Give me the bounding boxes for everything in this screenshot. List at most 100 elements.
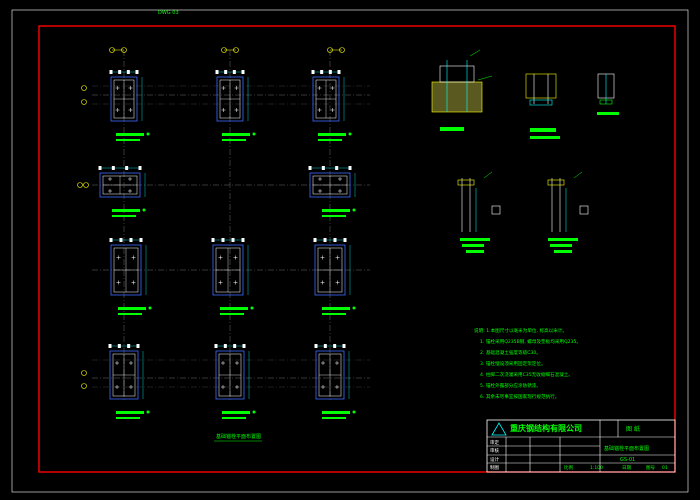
base-label-marker — [252, 410, 256, 414]
base-plate — [110, 76, 138, 122]
dimension-tick — [231, 238, 235, 242]
axis-bubble — [81, 85, 87, 91]
company-logo-icon — [491, 422, 507, 436]
dimension-tick — [119, 238, 123, 242]
column-base — [108, 344, 150, 419]
base-label-marker — [252, 132, 256, 136]
note-line: 1. 锚栓采用Q235B钢, 螺母及垫板均采用Q235。 — [480, 338, 581, 345]
base-plate — [309, 172, 351, 198]
title-block-bottom-cell: 1:100 — [590, 465, 603, 471]
dimension-tick — [333, 344, 337, 348]
outer-frame — [11, 9, 689, 493]
base-label — [222, 139, 246, 141]
base-label-marker — [142, 208, 146, 212]
dimension-tick — [321, 166, 325, 170]
base-label-marker — [250, 306, 254, 310]
note-line: 说明: 1.本图尺寸以毫米为单位, 标高以米计。 — [474, 327, 567, 334]
note-line: 6. 其余未尽事宜按国家现行规范执行。 — [480, 393, 559, 400]
dimension-tick — [138, 166, 142, 170]
dimension-tick — [126, 70, 130, 74]
base-label-marker — [146, 410, 150, 414]
base-label — [112, 215, 136, 217]
drawing-border — [38, 25, 676, 473]
drawing-number: GS-01 — [620, 457, 635, 463]
base-label — [322, 215, 346, 217]
column-base — [98, 166, 146, 217]
dimension-tick — [314, 344, 318, 348]
base-label — [116, 411, 144, 414]
company-name: 重庆钢结构有限公司 — [510, 423, 582, 433]
axis-bubble — [81, 99, 87, 105]
dimension-tick — [333, 238, 337, 242]
title-block-row-label: 审定 — [490, 439, 499, 446]
dimension-tick — [118, 70, 122, 74]
base-plate — [312, 76, 340, 122]
base-label — [116, 139, 140, 141]
title-block-row-label: 审核 — [490, 447, 499, 454]
base-label — [322, 313, 346, 315]
dimension-tick — [125, 166, 129, 170]
title-block-tag: 图 纸 — [626, 425, 640, 433]
axis-bubble — [83, 182, 89, 188]
axis-bubble — [81, 370, 87, 376]
note-line: 2. 基础混凝土强度等级C30。 — [480, 349, 541, 356]
base-plate — [216, 76, 244, 122]
dimension-tick — [98, 166, 102, 170]
dimension-tick — [215, 70, 219, 74]
dimension-tick — [136, 344, 140, 348]
dimension-tick — [232, 70, 236, 74]
title-block-bottom-cell: 01 — [662, 465, 668, 471]
base-label — [222, 417, 246, 419]
dimension-tick — [233, 344, 237, 348]
dimension-tick — [223, 344, 227, 348]
dimension-tick — [135, 70, 139, 74]
title-block-bottom-cell: 日期 — [622, 465, 631, 471]
column-base — [214, 344, 256, 419]
base-label-marker — [148, 306, 152, 310]
base-plate — [315, 350, 345, 400]
dimension-tick — [139, 238, 143, 242]
dimension-tick — [311, 70, 315, 74]
dimension-tick — [241, 238, 245, 242]
dimension-tick — [342, 344, 346, 348]
dimension-tick — [241, 70, 245, 74]
dimension-tick — [242, 344, 246, 348]
general-notes: 说明: 1.本图尺寸以毫米为单位, 标高以米计。 1. 锚栓采用Q235B钢, 螺… — [474, 327, 581, 400]
base-label-marker — [352, 306, 356, 310]
base-label-marker — [146, 132, 150, 136]
detail-anchor-bolt-1 — [457, 171, 501, 253]
base-label — [318, 133, 346, 136]
base-label — [318, 139, 342, 141]
title-block-row-label: 设计 — [490, 456, 499, 463]
drawing-name: 基础锚栓平面布置图 — [604, 445, 649, 452]
title-block-bottom-cell: 图号 — [646, 465, 655, 471]
dimension-tick — [117, 344, 121, 348]
detail-bolt-section — [597, 73, 619, 115]
base-label — [222, 133, 250, 136]
base-label — [118, 313, 142, 315]
title-block-row-label: 制图 — [490, 464, 499, 471]
dimension-tick — [308, 166, 312, 170]
column-base — [308, 166, 356, 217]
base-label — [112, 209, 140, 212]
axis-bubble — [81, 383, 87, 389]
base-label — [220, 313, 244, 315]
base-plate — [212, 244, 244, 296]
dimension-tick — [343, 238, 347, 242]
top-label: DWG 03 — [158, 10, 179, 16]
dimension-tick — [109, 238, 113, 242]
base-label — [322, 411, 350, 414]
base-plate — [109, 350, 139, 400]
note-line: 4. 柱脚二次浇灌采用C35无收缩细石混凝土。 — [480, 371, 573, 378]
dimension-tick — [320, 70, 324, 74]
base-label — [220, 307, 248, 310]
base-plate — [314, 244, 346, 296]
detail-foundation-section — [431, 49, 493, 131]
plan-title: 基础锚栓平面布置图 — [216, 433, 261, 440]
detail-anchor-plate — [525, 73, 560, 139]
